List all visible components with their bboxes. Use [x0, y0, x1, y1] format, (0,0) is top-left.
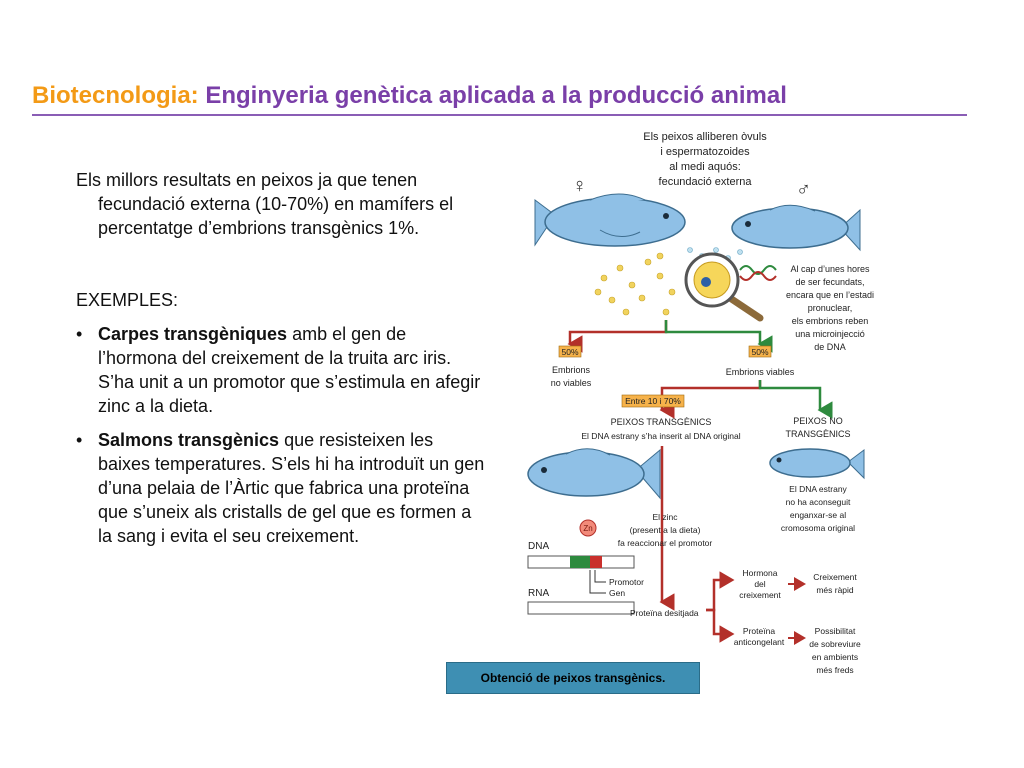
promotor-pointer: [594, 570, 606, 583]
range-badge: [621, 394, 685, 408]
pct-right: 50%: [751, 347, 768, 357]
top-text-line: fecundació externa: [659, 176, 753, 188]
transgenic-fish-icon: [527, 448, 661, 500]
pct-left-badge: [558, 345, 582, 358]
bullet-bold: Carpes transgèniques: [98, 324, 288, 344]
bullet-text: que resisteixen les baixes temperatures.…: [98, 430, 485, 546]
arrow-viable: [664, 320, 773, 353]
hormone-label: Hormona del creixement: [739, 568, 781, 600]
bullet-bold: Salmons transgènics: [98, 430, 280, 450]
transgenic-title: PEIXOS TRANSGÈNICS: [611, 417, 712, 427]
pct-right-badge: [748, 345, 772, 358]
svg-text:Al cap d’unes hores: Al cap d’unes hores: [790, 264, 870, 274]
promotor-label: Promotor: [609, 577, 644, 587]
svg-text:de sobreviure: de sobreviure: [809, 639, 861, 649]
transgenic-subtitle: El DNA estrany s’ha inserit al DNA origi…: [581, 431, 740, 441]
svg-text:anticongelant: anticongelant: [734, 637, 785, 647]
top-caption: Els peixos alliberen òvuls i espermatozo…: [643, 131, 767, 188]
svg-text:en ambients: en ambients: [812, 652, 858, 662]
non-viable-label: Embrions no viables: [551, 365, 592, 388]
slide-title: Biotecnologia: Enginyeria genètica aplic…: [32, 82, 967, 116]
title-main: Enginyeria genètica aplicada a la produc…: [205, 82, 787, 109]
svg-text:no viables: no viables: [551, 378, 592, 388]
zinc-text: El zinc (present a la dieta) fa reaccion…: [618, 512, 713, 548]
examples-heading: EXEMPLES:: [76, 290, 179, 310]
gene-pointer: [589, 570, 606, 594]
top-text-line: al medi aquós:: [669, 161, 741, 173]
arrow-hormone: [706, 571, 735, 612]
svg-text:El DNA estrany: El DNA estrany: [789, 484, 847, 494]
examples-list: Carpes transgèniques amb el gen de l’hor…: [76, 322, 486, 548]
svg-text:Embrions: Embrions: [552, 365, 591, 375]
svg-text:una microinjecció: una microinjecció: [795, 329, 865, 339]
intro-text: Els millors resultats en peixos ja que t…: [76, 170, 454, 238]
male-fish-icon: [731, 204, 861, 252]
svg-text:Proteïna: Proteïna: [743, 626, 775, 636]
dna-label: DNA: [528, 541, 549, 552]
svg-text:del: del: [754, 579, 765, 589]
male-symbol: ♂: [796, 179, 811, 201]
zinc-symbol: Zn: [583, 524, 592, 533]
svg-text:Creixement: Creixement: [813, 572, 857, 582]
svg-text:els embrions reben: els embrions reben: [792, 316, 869, 326]
rna-strand: [527, 601, 635, 615]
protein-label: Proteïna desitjada: [630, 608, 699, 618]
top-text-line: i espermatozoides: [660, 146, 750, 158]
svg-text:Hormona: Hormona: [743, 568, 778, 578]
svg-text:fa reaccionar el promotor: fa reaccionar el promotor: [618, 538, 713, 548]
promotor-segment: [570, 556, 590, 568]
arrow-non-transgenic: [758, 380, 833, 419]
transgenic-fish-diagram: Els peixos alliberen òvuls i espermatozo…: [527, 131, 874, 675]
list-item: Carpes transgèniques amb el gen de l’hor…: [76, 322, 486, 418]
female-symbol: ♀: [572, 175, 587, 197]
svg-text:de ser fecundats,: de ser fecundats,: [795, 277, 864, 287]
gene-segment: [590, 556, 602, 568]
svg-text:TRANSGÈNICS: TRANSGÈNICS: [785, 429, 850, 439]
arrow-non-viable: [567, 320, 668, 353]
svg-text:de DNA: de DNA: [814, 342, 846, 352]
svg-text:El zinc: El zinc: [652, 512, 678, 522]
microinjection-text: Al cap d’unes hores de ser fecundats, en…: [786, 264, 874, 352]
svg-text:creixement: creixement: [739, 590, 781, 600]
svg-text:pronuclear,: pronuclear,: [808, 303, 853, 313]
title-prefix: Biotecnologia:: [32, 82, 199, 109]
female-fish-icon: [534, 193, 686, 247]
non-transgenic-title: PEIXOS NO TRANSGÈNICS: [785, 416, 850, 439]
svg-text:encara que en l’estadi: encara que en l’estadi: [786, 290, 874, 300]
gene-label: Gen: [609, 588, 625, 598]
range-badge-text: Entre 10 i 70%: [625, 396, 681, 406]
antifreeze-result: Possibilitat de sobreviure en ambients m…: [809, 626, 861, 675]
svg-text:(present a la dieta): (present a la dieta): [630, 525, 701, 535]
viable-label: Embrions viables: [726, 367, 795, 377]
svg-text:Possibilitat: Possibilitat: [815, 626, 856, 636]
eggs-icon: [594, 252, 676, 316]
top-text-line: Els peixos alliberen òvuls: [643, 131, 767, 143]
rna-label: RNA: [528, 588, 549, 599]
svg-text:més freds: més freds: [816, 665, 853, 675]
svg-text:enganxar-se al: enganxar-se al: [790, 510, 846, 520]
non-transgenic-description: El DNA estrany no ha aconseguit enganxar…: [781, 484, 855, 533]
arrow-antifreeze: [706, 608, 735, 643]
svg-text:PEIXOS NO: PEIXOS NO: [793, 416, 843, 426]
non-transgenic-fish-icon: [769, 448, 865, 480]
slide-body: Els millors resultats en peixos ja que t…: [76, 168, 486, 558]
list-item: Salmons transgènics que resisteixen les …: [76, 428, 486, 548]
hormone-result: Creixement més ràpid: [813, 572, 857, 595]
zinc-icon: [579, 519, 597, 537]
pct-left: 50%: [561, 347, 578, 357]
magnifier-icon: [684, 252, 777, 322]
bullet-text: amb el gen de l’hormona del creixement d…: [98, 324, 481, 416]
figure-caption: Obtenció de peixos transgènics.: [446, 662, 700, 694]
antifreeze-label: Proteïna anticongelant: [734, 626, 785, 647]
svg-text:no ha aconseguit: no ha aconseguit: [786, 497, 851, 507]
svg-text:cromosoma original: cromosoma original: [781, 523, 855, 533]
svg-text:més ràpid: més ràpid: [816, 585, 854, 595]
